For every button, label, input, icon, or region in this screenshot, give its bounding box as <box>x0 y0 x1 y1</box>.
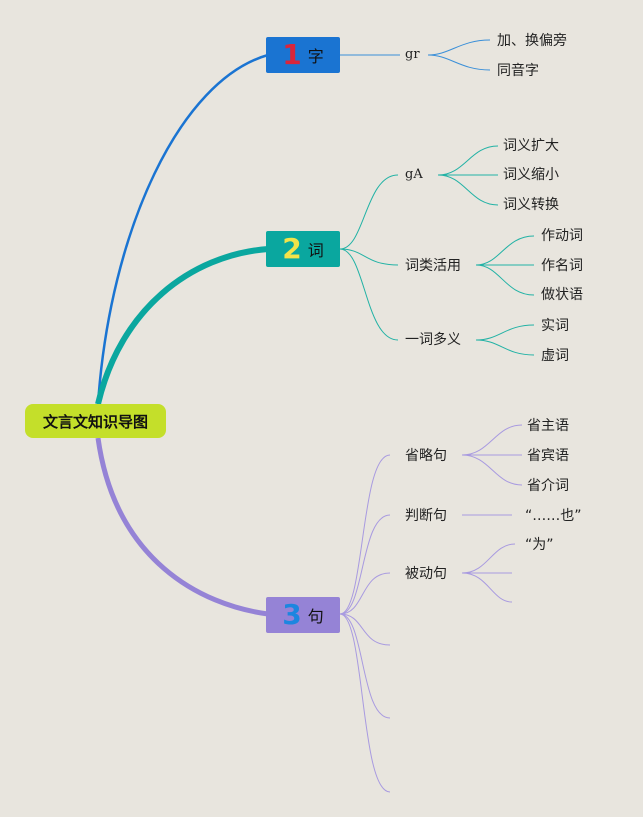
connector-ju-beidong <box>339 572 391 615</box>
leaf-node[interactable]: 词义转换 <box>503 197 559 213</box>
leaf-node[interactable]: 省宾语 <box>527 448 569 464</box>
node-pan-duan-ju[interactable]: 判断句 <box>405 508 447 524</box>
branch-ju[interactable]: 3 句 <box>266 597 340 633</box>
branch-number: 2 <box>282 232 302 265</box>
leaf-node[interactable]: 实词 <box>541 318 569 334</box>
branch-number: 3 <box>282 598 302 631</box>
branch-label: 词 <box>307 241 324 260</box>
connector-ju-shenglue <box>339 454 391 615</box>
leaf-node[interactable]: 词义缩小 <box>503 167 559 183</box>
node-gr[interactable]: gr <box>405 47 420 62</box>
leaf-node[interactable]: 同音字 <box>497 63 539 79</box>
connector-ju-panduan <box>339 514 391 615</box>
branch-ci[interactable]: 2 词 <box>266 231 340 267</box>
connector-gr-leaf-2 <box>427 54 491 71</box>
node-sheng-lue-ju[interactable]: 省略句 <box>405 448 447 464</box>
connector-ju-empty-1 <box>339 613 391 646</box>
leaf-node[interactable]: 作动词 <box>541 228 583 244</box>
leaf-node[interactable]: 省介词 <box>527 478 569 494</box>
connector-root-zi <box>96 53 269 405</box>
node-ci-lei-huo-yong[interactable]: 词类活用 <box>405 258 461 274</box>
branch-number: 1 <box>282 38 302 71</box>
connector-ju-empty-2 <box>339 613 391 719</box>
connector-root-ju <box>95 437 269 617</box>
branch-zi[interactable]: 1 字 <box>266 37 340 73</box>
leaf-node[interactable]: 词义扩大 <box>503 138 559 154</box>
leaf-node[interactable]: 虚词 <box>541 348 569 364</box>
leaf-node[interactable]: 加、换偏旁 <box>497 33 567 49</box>
branch-label: 句 <box>307 607 324 626</box>
connector-ci-gA <box>339 174 399 250</box>
leaf-node[interactable]: “为” <box>525 537 554 553</box>
node-yi-ci-duo-yi[interactable]: 一词多义 <box>405 332 461 348</box>
connector-root-ci <box>95 246 269 405</box>
node-bei-dong-ju[interactable]: 被动句 <box>405 566 447 582</box>
leaf-node[interactable]: 省主语 <box>527 418 569 434</box>
connector-ci-duoyi <box>339 248 399 341</box>
connector-ci-huoyong <box>339 248 399 266</box>
root-node[interactable]: 文言文知识导图 <box>25 404 166 438</box>
leaf-node[interactable]: 做状语 <box>541 287 583 303</box>
connector-ju-empty-3 <box>339 613 391 793</box>
connector-gr-leaf-1 <box>427 39 491 56</box>
leaf-node[interactable]: 作名词 <box>541 258 583 274</box>
leaf-node[interactable]: “……也” <box>525 508 582 524</box>
branch-label: 字 <box>307 47 324 66</box>
node-gA[interactable]: gA <box>405 167 423 182</box>
